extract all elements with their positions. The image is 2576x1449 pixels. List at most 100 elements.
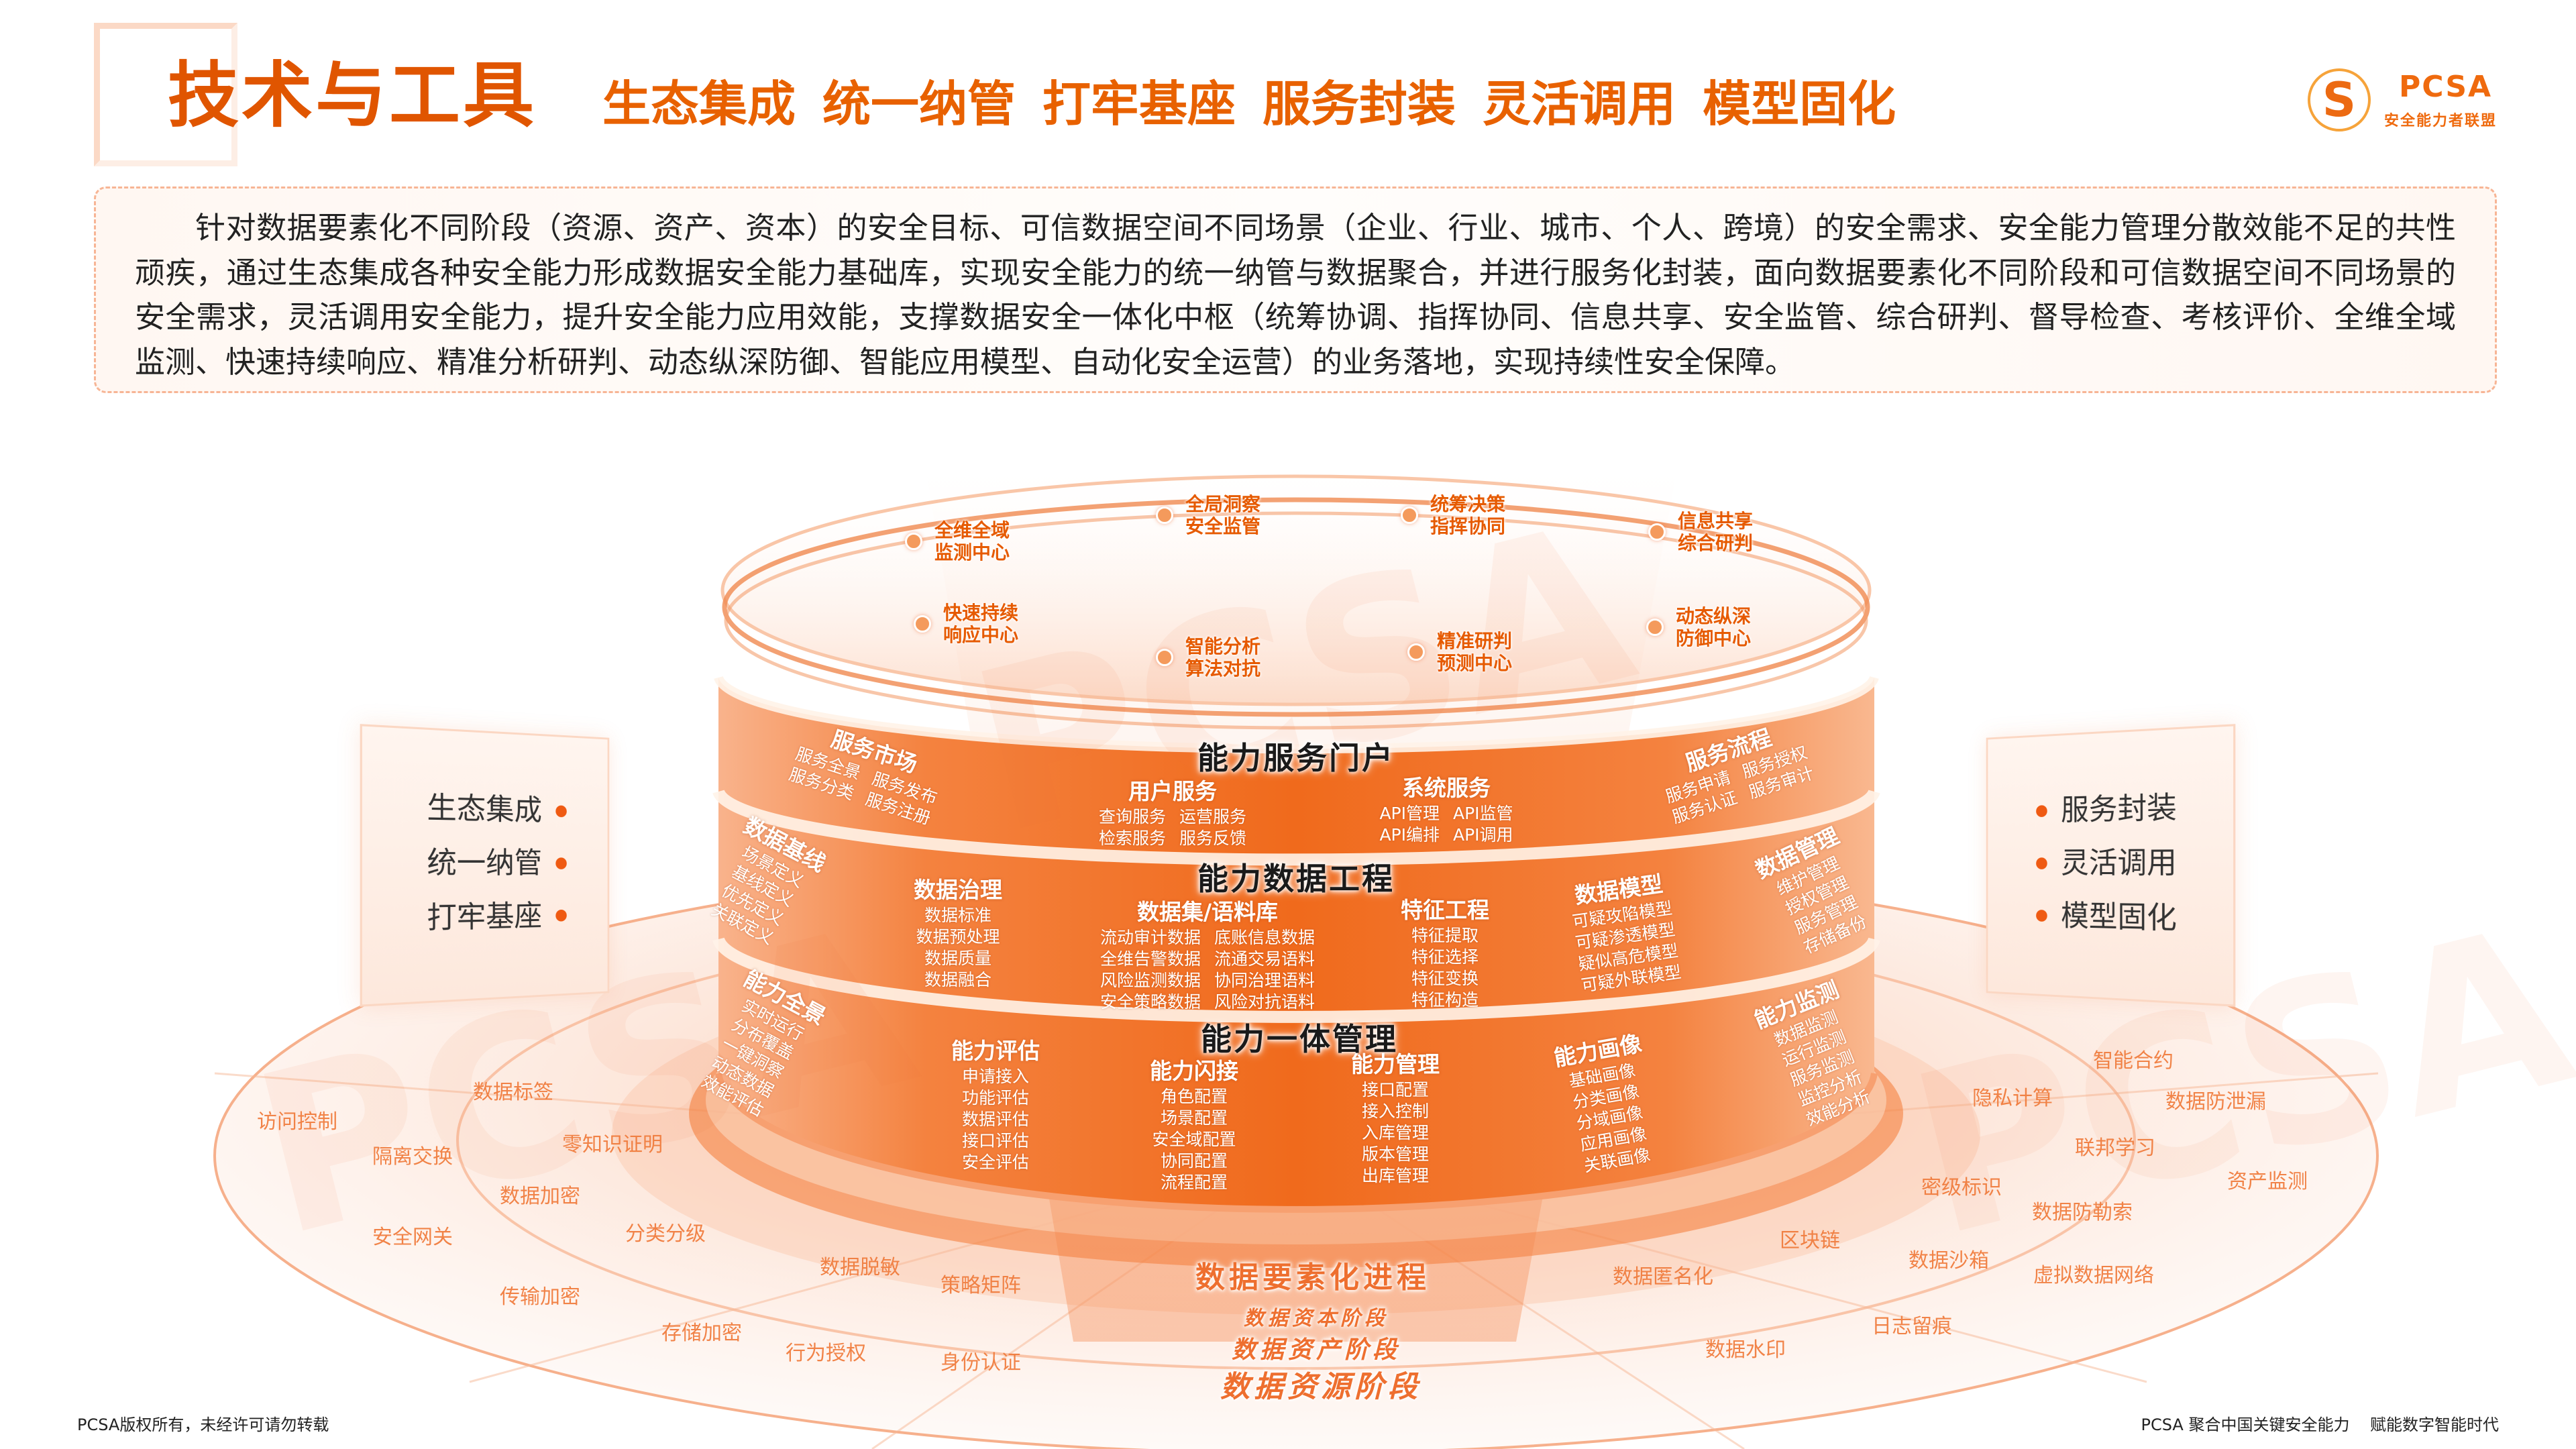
capability-group: 数据集/语料库流动审计数据全维告警数据风险监测数据安全策略数据底账信息数据流通交…: [1100, 898, 1315, 1013]
foundation-tech-label: 隐私计算: [1972, 1087, 2053, 1110]
group-items: 基础画像分类画像分域画像应用画像关联画像: [1557, 1058, 1663, 1179]
group-items: 查询服务检索服务运营服务服务反馈: [1099, 806, 1246, 849]
process-stage: 数据资产阶段: [1231, 1336, 1401, 1364]
foundation-tech-label: 数据加密: [500, 1185, 580, 1208]
bullet-dot-icon: [905, 533, 922, 550]
left-panel-item: 生态集成: [427, 789, 567, 830]
group-items: 特征提取特征选择特征变换特征构造: [1401, 925, 1489, 1011]
group-item: 出库管理: [1361, 1166, 1429, 1185]
layer-title: 能力服务门户: [1197, 740, 1395, 776]
group-item: 服务反馈: [1179, 828, 1247, 848]
center-label-text: 全维全域监测中心: [934, 519, 1010, 564]
process-stage: 数据资源阶段: [1220, 1370, 1421, 1404]
group-item: 特征变换: [1411, 969, 1479, 988]
label-line: 指挥协同: [1430, 515, 1506, 537]
foundation-tech-label: 存储加密: [661, 1322, 742, 1345]
label-line: 动态纵深: [1676, 605, 1752, 627]
right-panel-item: 模型固化: [2036, 898, 2177, 938]
group-item: 功能评估: [961, 1088, 1029, 1108]
foundation-tech-label: 行为授权: [786, 1342, 866, 1365]
bullet-dot-icon: [2036, 857, 2047, 869]
group-title: 系统服务: [1402, 775, 1491, 801]
group-item: 数据质量: [924, 949, 991, 968]
copyright-text: PCSA版权所有，未经许可请勿转载: [77, 1415, 329, 1434]
label-line: 全局洞察: [1185, 493, 1261, 515]
group-item: 场景配置: [1160, 1108, 1228, 1128]
group-title: 特征工程: [1401, 897, 1489, 923]
left-panel-item: 打牢基座: [427, 897, 567, 937]
group-item: 流程配置: [1160, 1173, 1228, 1192]
capability-group: 数据模型可疑攻陷模型可疑渗透模型疑似高危模型可疑外联模型: [1567, 869, 1682, 997]
item-label: 服务封装: [2061, 790, 2177, 828]
label-line: 快速持续: [943, 602, 1019, 624]
label-line: 综合研判: [1678, 532, 1754, 554]
group-item: 角色配置: [1160, 1087, 1228, 1106]
capability-group: 能力评估申请接入功能评估数据评估接口评估安全评估: [951, 1036, 1040, 1173]
group-item: 数据标准: [924, 906, 991, 925]
group-item: 流通交易语料: [1214, 949, 1316, 969]
page-title: 技术与工具: [168, 54, 537, 137]
bullet-dot-icon: [1156, 649, 1173, 666]
center-label: 智能分析算法对抗: [1156, 635, 1260, 680]
slogan: 生态集成: [602, 76, 796, 132]
item-label: 生态集成: [427, 790, 542, 828]
center-label: 信息共享综合研判: [1648, 510, 1753, 554]
group-item: 运营服务: [1179, 807, 1247, 826]
label-line: 信息共享: [1678, 510, 1754, 532]
label-line: 全维全域: [934, 519, 1010, 541]
center-label: 全维全域监测中心: [905, 519, 1010, 564]
center-label-text: 动态纵深防御中心: [1676, 605, 1751, 649]
foundation-tech-label: 传输加密: [500, 1285, 580, 1309]
slogan: 统一纳管: [822, 76, 1016, 132]
foundation-tech-label: 数据防勒索: [2032, 1201, 2133, 1224]
center-label-text: 精准研判预测中心: [1437, 630, 1512, 674]
center-label-text: 快速持续响应中心: [943, 602, 1018, 646]
process-stage: 数据资本阶段: [1244, 1307, 1389, 1330]
group-item: 全维告警数据: [1099, 949, 1201, 969]
foundation-tech-label: 隔离交换: [372, 1145, 453, 1169]
slogan: 模型固化: [1703, 76, 1896, 132]
label-line: 统筹决策: [1430, 493, 1506, 515]
right-panel: 服务封装 灵活调用 模型固化: [1986, 724, 2236, 1007]
group-item: 特征选择: [1411, 947, 1479, 967]
group-item: 特征构造: [1411, 990, 1479, 1010]
center-label: 精准研判预测中心: [1407, 630, 1512, 674]
capability-group: 能力管理接口配置接入控制入库管理版本管理出库管理: [1351, 1050, 1440, 1187]
label-line: 监测中心: [934, 541, 1010, 564]
footer-slogan: PCSA 聚合中国关键安全能力 赋能数字智能时代: [2141, 1415, 2499, 1434]
group-title: 能力管理: [1351, 1051, 1440, 1077]
group-item: 接口评估: [961, 1131, 1029, 1150]
title-frame-decoration: [94, 23, 237, 166]
foundation-tech-label: 零知识证明: [562, 1133, 663, 1157]
left-panel: 生态集成 统一纳管 打牢基座: [360, 724, 610, 1007]
bullet-dot-icon: [1156, 506, 1173, 524]
foundation-tech-label: 数据防泄漏: [2165, 1090, 2266, 1114]
center-label-text: 统筹决策指挥协同: [1430, 493, 1505, 537]
slogan: 打牢基座: [1042, 76, 1236, 132]
group-item: 特征提取: [1411, 926, 1479, 945]
group-item: 入库管理: [1361, 1123, 1429, 1142]
group-title: 能力闪接: [1150, 1058, 1238, 1084]
group-title: 数据治理: [914, 877, 1002, 903]
group-item: API编排: [1379, 825, 1440, 845]
bullet-dot-icon: [1407, 643, 1425, 661]
group-items: 流动审计数据全维告警数据风险监测数据安全策略数据底账信息数据流通交易语料协同治理…: [1100, 927, 1315, 1013]
item-label: 打牢基座: [427, 898, 542, 936]
bullet-dot-icon: [555, 909, 567, 922]
slogan: 服务封装: [1263, 76, 1456, 132]
slogan-list: 生态集成 统一纳管 打牢基座 服务封装 灵活调用 模型固化: [602, 74, 1896, 134]
capability-group: 用户服务查询服务检索服务运营服务服务反馈: [1099, 777, 1246, 849]
pcsa-logo: S PCSA 安全能力者联盟: [2308, 66, 2502, 141]
center-label: 统筹决策指挥协同: [1401, 493, 1505, 537]
intro-paragraph: 针对数据要素化不同阶段（资源、资产、资本）的安全目标、可信数据空间不同场景（企业…: [94, 186, 2497, 393]
label-line: 预测中心: [1437, 652, 1513, 674]
group-item: 风险对抗语料: [1214, 992, 1316, 1012]
logo-subtitle: 安全能力者联盟: [2384, 113, 2498, 129]
label-line: 精准研判: [1437, 630, 1513, 652]
capability-group: 能力闪接角色配置场景配置安全域配置协同配置流程配置: [1150, 1057, 1238, 1193]
foundation-tech-label: 区块链: [1780, 1229, 1840, 1252]
group-item: 检索服务: [1098, 828, 1166, 848]
group-item: 底账信息数据: [1214, 928, 1316, 947]
